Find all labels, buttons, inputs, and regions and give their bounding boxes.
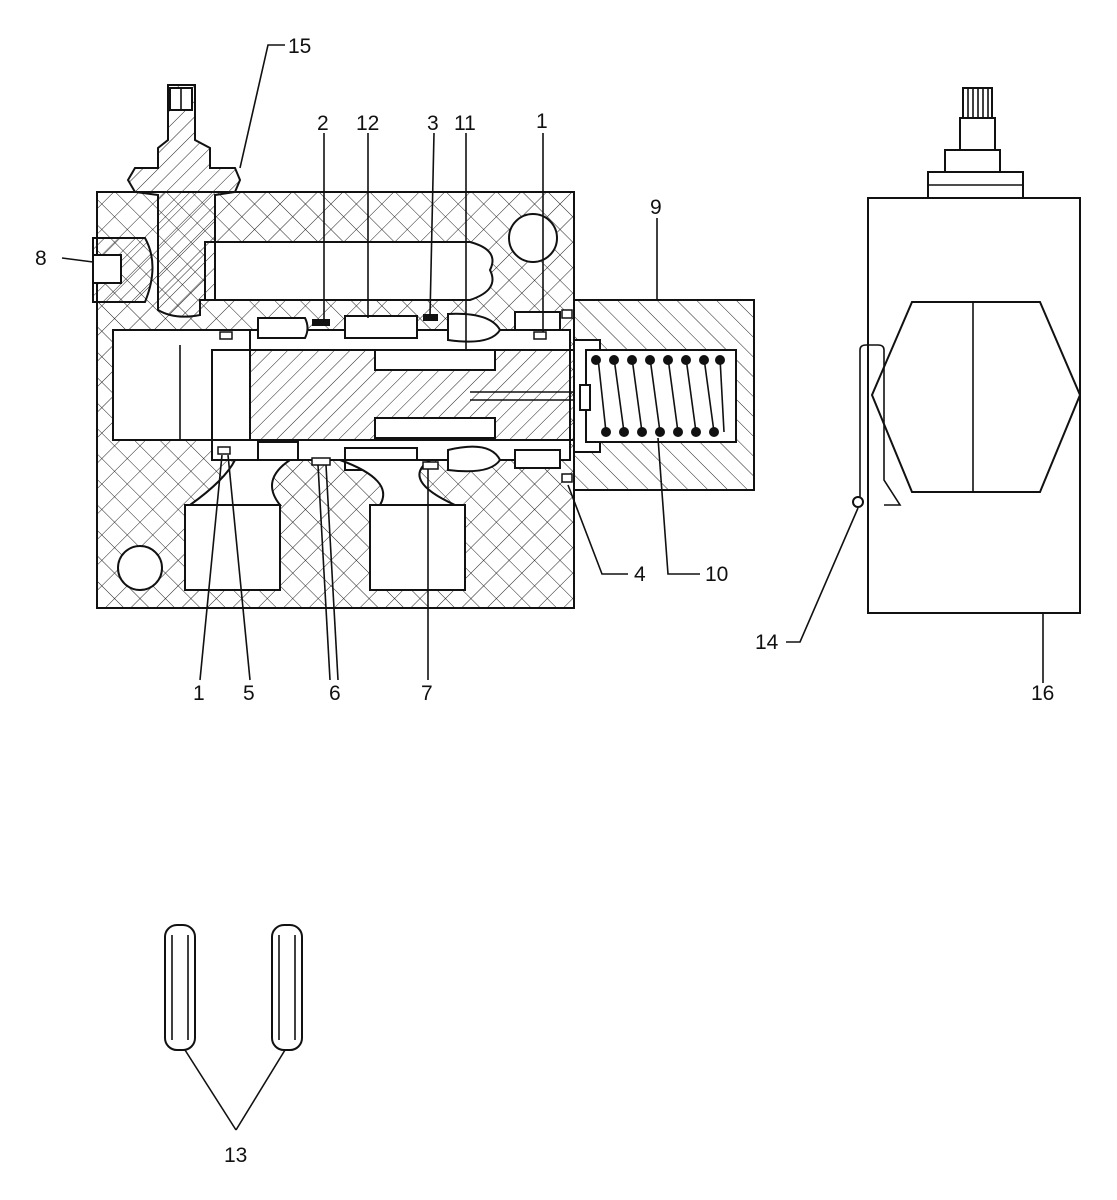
- seal-7: [422, 461, 439, 470]
- top-actuator: [126, 84, 242, 318]
- callout-15: 15: [288, 35, 311, 58]
- callout-10: 10: [705, 563, 728, 586]
- hex-plug: [870, 301, 1082, 493]
- lower-port-right-throat: [339, 459, 456, 506]
- spool-land-bottom-2: [257, 441, 299, 461]
- seal-4-top: [561, 309, 573, 319]
- callout-1-top: 1: [536, 110, 548, 133]
- seal-2: [312, 319, 330, 326]
- callout-5: 5: [243, 682, 255, 705]
- seal-5: [219, 331, 233, 340]
- spring-cap-assembly: [573, 299, 755, 491]
- spool-land-top-1: [257, 317, 309, 339]
- spring-cap-step: [573, 339, 601, 453]
- callout-11: 11: [454, 112, 476, 135]
- seal-6: [311, 457, 331, 466]
- upper-port: [508, 213, 558, 263]
- callout-3: 3: [427, 112, 439, 135]
- seal-1-bottom: [217, 446, 231, 455]
- callout-2: 2: [317, 112, 329, 135]
- side-plug-socket: [92, 254, 122, 284]
- callout-labels: 15 2 12 3 11 1 8 9 4 10 1 5 6 7 14 16 13: [35, 35, 1054, 1167]
- lower-port-right: [369, 504, 466, 591]
- callout-14: 14: [755, 631, 779, 654]
- top-stem: [959, 117, 996, 151]
- valve-section-view: [92, 84, 591, 609]
- spool-end-plug-top: [514, 311, 561, 331]
- callout-6: 6: [329, 682, 341, 705]
- callout-13: 13: [224, 1144, 247, 1167]
- spool-left-end: [211, 349, 251, 441]
- spool-land-bottom-1: [374, 417, 496, 439]
- inner-passage: [374, 349, 496, 371]
- spool-land-bottom-4: [447, 445, 502, 473]
- callout-8: 8: [35, 247, 47, 270]
- valve-external-view: [852, 87, 1082, 614]
- spool-land-top-3: [447, 312, 502, 343]
- callout-16: 16: [1031, 682, 1054, 705]
- o-ring-right: [271, 924, 303, 1051]
- clip-eye: [852, 496, 864, 508]
- callout-1-bottom: 1: [193, 682, 205, 705]
- spring-chamber: [585, 349, 737, 443]
- seal-1-top: [533, 331, 547, 340]
- callout-12: 12: [356, 112, 379, 135]
- spool-land-top-2: [344, 315, 418, 339]
- callout-4: 4: [634, 563, 646, 586]
- lower-port-left-throat: [186, 459, 294, 506]
- spool-end-plug-bottom: [514, 449, 561, 469]
- o-ring-left: [164, 924, 196, 1051]
- seal-4: [561, 473, 573, 483]
- upper-bore: [204, 241, 494, 301]
- seal-3: [423, 314, 438, 321]
- retaining-clip: [859, 344, 902, 506]
- callout-7: 7: [421, 682, 433, 705]
- spring: [591, 355, 725, 437]
- lower-port-left: [184, 504, 281, 591]
- o-ring-set: [164, 924, 303, 1051]
- spring-seat: [579, 384, 591, 411]
- leader-lines: [61, 44, 1044, 1131]
- lower-left-port: [117, 545, 163, 591]
- callout-9: 9: [650, 196, 662, 219]
- top-collar: [944, 149, 1001, 173]
